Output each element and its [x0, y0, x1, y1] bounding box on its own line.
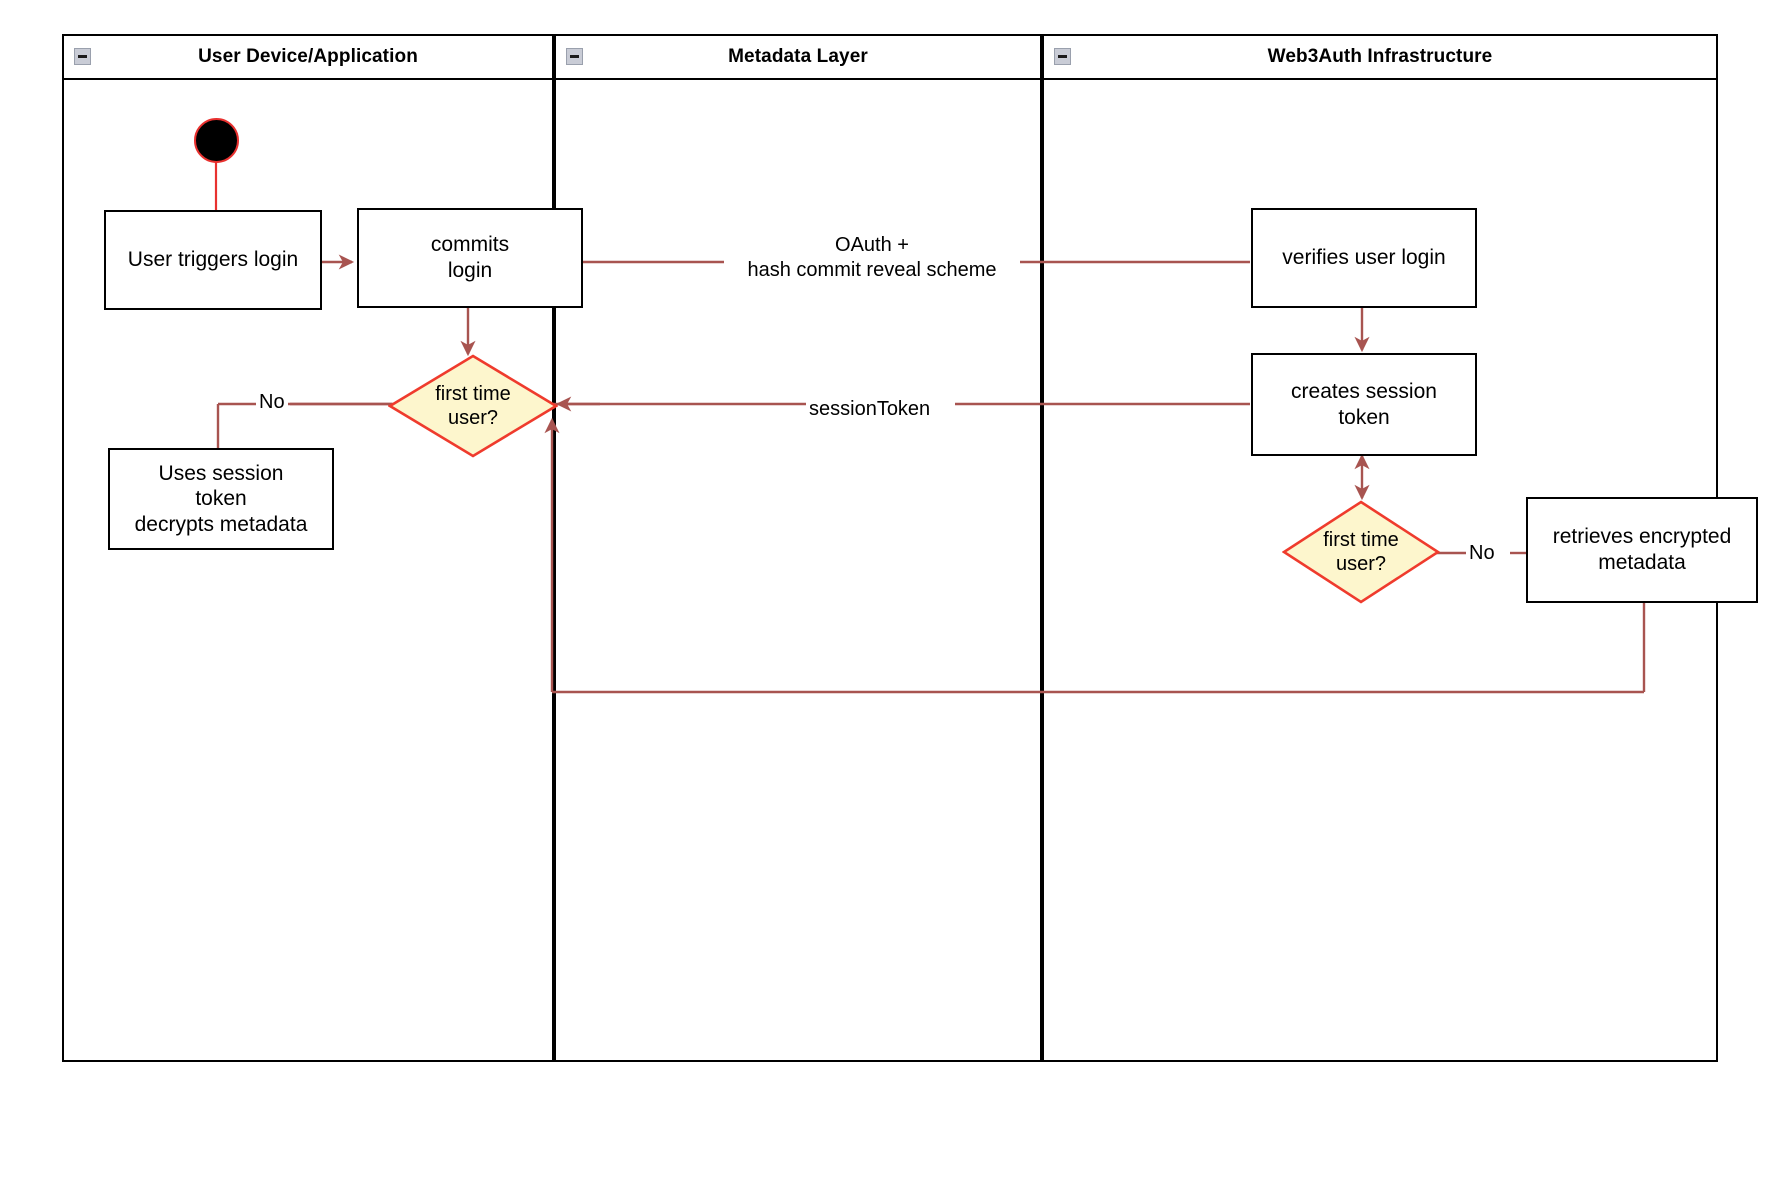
edge-label-oauth: OAuth + hash commit reveal scheme [724, 233, 1020, 283]
activity-commits-login[interactable]: commits login [357, 208, 583, 308]
activity-label: User triggers login [127, 248, 299, 272]
collapse-minus-icon[interactable] [74, 48, 91, 65]
activity-creates-session-token[interactable]: creates session token [1251, 353, 1477, 456]
activity-verifies-user-login[interactable]: verifies user login [1251, 208, 1477, 308]
activity-label-line1: creates session [1291, 379, 1437, 403]
activity-label-line1: retrieves encrypted [1552, 525, 1732, 549]
swimlane-title-user-device: User Device/Application [198, 46, 418, 67]
start-node[interactable] [194, 118, 239, 163]
activity-label-line1: commits [430, 233, 510, 257]
activity-label-line2: token [1338, 405, 1390, 429]
activity-label-line1: Uses session [158, 461, 284, 485]
activity-label: verifies user login [1282, 246, 1446, 270]
activity-user-triggers-login[interactable]: User triggers login [104, 210, 322, 310]
collapse-minus-icon[interactable] [566, 48, 583, 65]
decision-first-time-user-right[interactable]: first time user? [1282, 500, 1440, 604]
decision-first-time-user-left[interactable]: first time user? [388, 354, 558, 458]
edge-label-no-left: No [256, 390, 288, 415]
activity-label-line2: metadata [1598, 551, 1686, 574]
edge-label-session-token: sessionToken [806, 397, 934, 422]
edge-label-no-right: No [1466, 541, 1498, 566]
swimlane-title-web3auth: Web3Auth Infrastructure [1267, 46, 1493, 67]
activity-label-line3: decrypts metadata [134, 512, 308, 536]
edge-label-oauth-line1: OAuth + [835, 234, 909, 256]
activity-label-line2: token [195, 487, 247, 511]
swimlane-header-user-device[interactable]: User Device/Application [64, 36, 552, 80]
collapse-minus-icon[interactable] [1054, 48, 1071, 65]
swimlane-header-metadata-layer[interactable]: Metadata Layer [556, 36, 1040, 80]
swimlane-title-metadata-layer: Metadata Layer [728, 46, 868, 67]
activity-label-line2: login [447, 259, 493, 282]
swimlane-metadata-layer[interactable]: Metadata Layer [554, 34, 1042, 1062]
activity-retrieves-encrypted-metadata[interactable]: retrieves encrypted metadata [1526, 497, 1758, 603]
activity-uses-session-token-decrypts-metadata[interactable]: Uses session token decrypts metadata [108, 448, 334, 550]
edge-label-oauth-line2: hash commit reveal scheme [747, 259, 997, 281]
swimlane-header-web3auth[interactable]: Web3Auth Infrastructure [1044, 36, 1716, 80]
